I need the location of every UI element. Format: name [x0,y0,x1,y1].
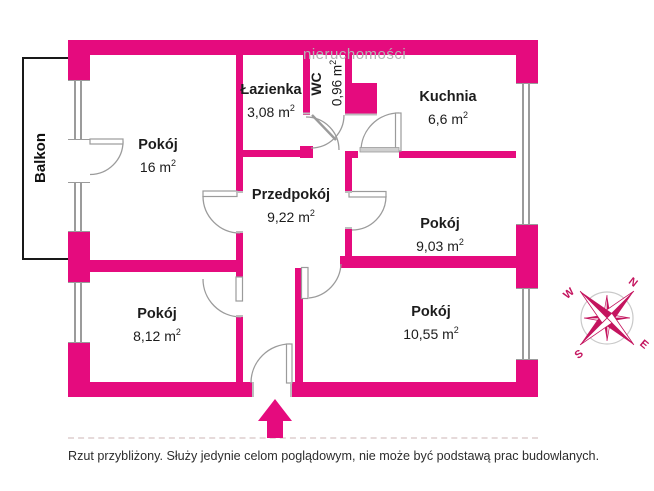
room-label-pokoj903: Pokój 9,03 m2 [416,216,464,254]
wall-right [516,225,538,288]
wall-interior [345,158,352,192]
room812-door-leaf [235,276,244,302]
watermark: nieruchomości [303,46,407,63]
wall-interior [243,150,303,157]
wall-interior [303,55,310,115]
wall-interior [295,268,303,382]
wall-top [68,40,538,55]
kitchen-door-threshold [359,147,400,153]
room-label-pokoj812: Pokój 8,12 m2 [133,306,181,344]
room-label-pokoj16: Pokój 16 m2 [138,137,178,175]
compass-rose-icon: N E S W [561,275,650,361]
wall-interior [90,260,236,272]
wall-left [68,343,90,397]
window [68,282,90,343]
compass-s-label: S [573,348,586,362]
wall-left [68,40,90,80]
room812-door-arc [202,278,242,318]
window [68,182,90,232]
wall-right [516,360,538,397]
shaft [345,83,377,115]
entrance-arrow-icon [258,399,292,438]
room16-door-arc [202,195,241,234]
bathroom-door-arc [305,116,340,151]
compass-n-label: N [626,275,640,289]
balcony-door-arc [89,141,124,176]
wall-interior [345,151,358,158]
room-label-wc-name: WC [308,72,324,96]
balcony-label: Balkon [32,132,49,184]
watermark-dashes [68,437,538,439]
window [516,83,538,225]
wall-interior [340,256,516,268]
room-label-kuchnia: Kuchnia 6,6 m2 [419,89,477,127]
room903-door-leaf [348,190,387,198]
wall-bottom-left [68,382,253,397]
wall-interior [236,316,243,382]
wall-interior [399,151,533,158]
balcony-outline [22,57,70,260]
room-label-wc-area: 0,96 m2 [327,59,345,107]
room-label-pokoj1055: Pokój 10,55 m2 [403,304,459,342]
wall-interior [345,55,352,83]
room1055-door-leaf [300,266,309,300]
wall-bottom-right [291,382,538,397]
balcony-door-leaf [89,138,124,145]
wall-left [68,232,90,282]
front-door-leaf [285,343,293,384]
kitchen-door-leaf [394,112,402,152]
wall-interior [236,232,243,277]
window [516,288,538,360]
compass-e-label: E [637,338,650,352]
wall-right [516,40,538,83]
room-label-przedpokoj: Przedpokój 9,22 m2 [251,187,331,225]
wall-interior [236,55,243,192]
kitchen-door-arc [360,112,400,152]
wall-interior [345,228,352,260]
wc-door-leaf [311,114,337,141]
room1055-door-arc [308,263,342,299]
compass-w-label: W [561,285,577,301]
window [68,80,90,140]
wall-interior [300,146,313,158]
disclaimer-text: Rzut przybliżony. Służy jedynie celom po… [68,449,600,463]
room-label-lazienka: Łazienka 3,08 m2 [240,82,302,120]
room16-door-leaf [202,190,238,198]
front-door-arc [250,343,291,384]
room903-door-arc [351,195,387,231]
